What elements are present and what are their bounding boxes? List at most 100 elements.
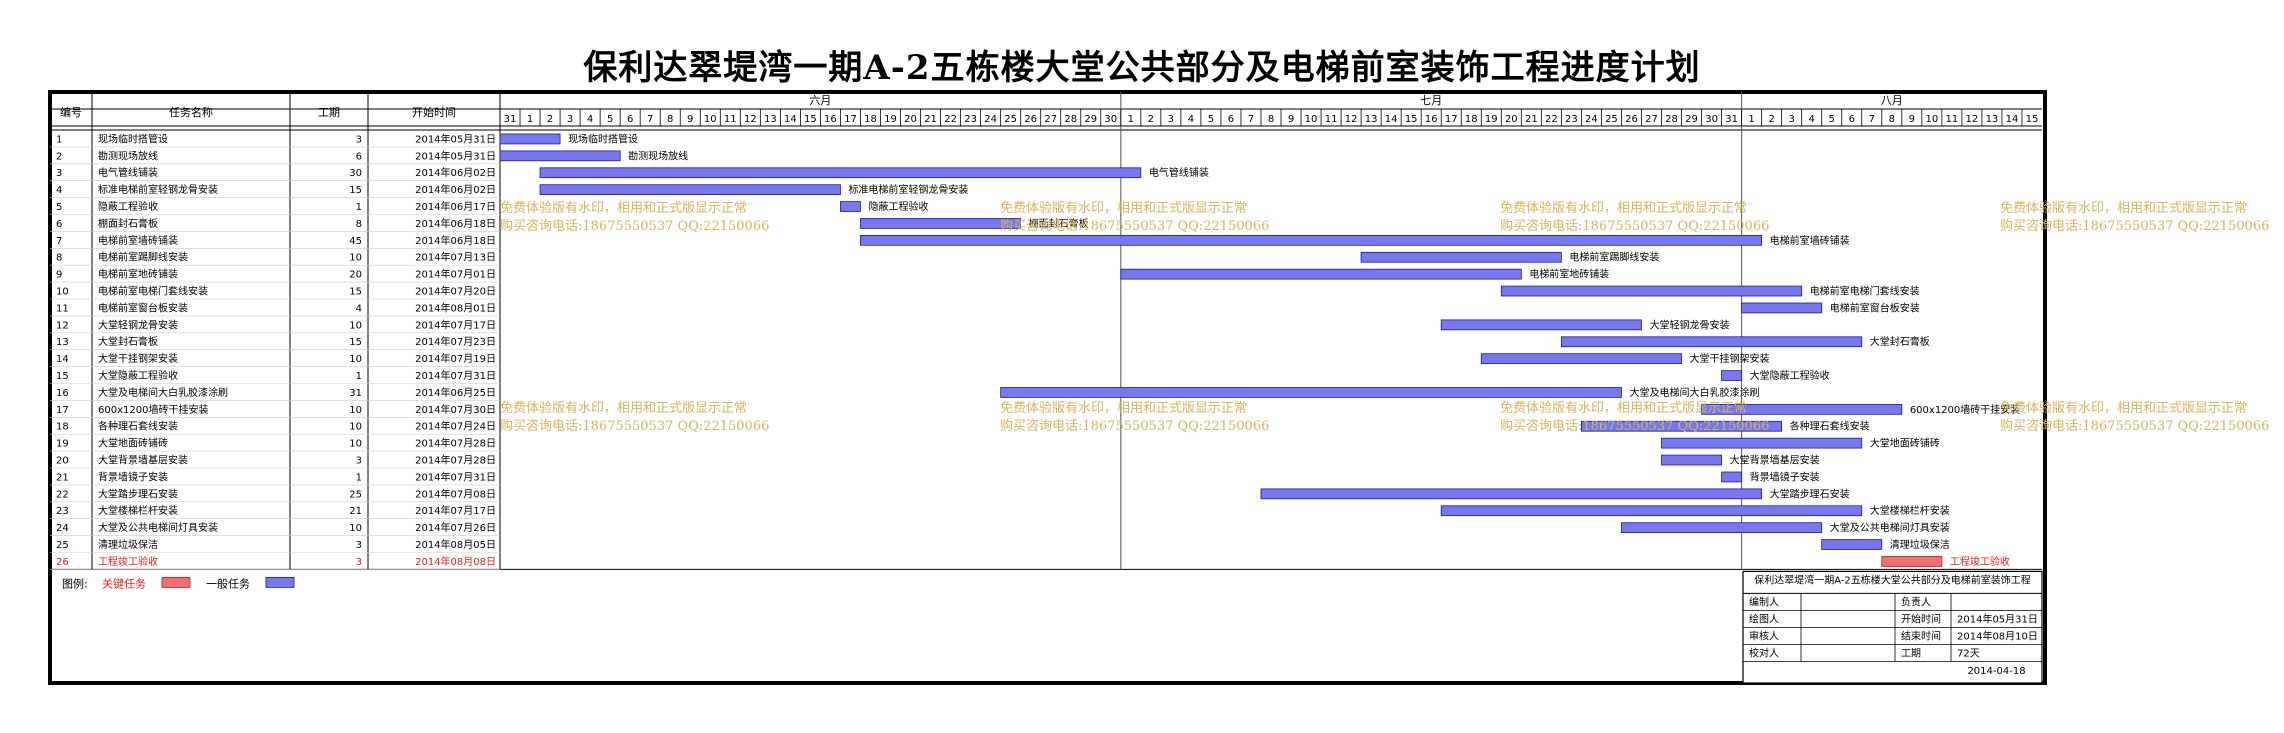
task-bar-label: 工程竣工验收 xyxy=(1950,555,2010,568)
task-start: 2014年07月19日 xyxy=(415,352,496,365)
task-duration: 15 xyxy=(349,185,362,196)
day-label: 1 xyxy=(527,114,533,125)
day-label: 1 xyxy=(1128,114,1134,125)
watermark: 免费体验版有水印，相用和正式版显示正常购买咨询电话:18675550537 QQ… xyxy=(1500,200,1769,236)
info-cell: 2014年05月31日 xyxy=(1957,612,2038,625)
watermark: 免费体验版有水印，相用和正式版显示正常购买咨询电话:18675550537 QQ… xyxy=(1500,400,1769,436)
day-label: 13 xyxy=(1365,114,1378,125)
task-name: 电梯前室地砖铺装 xyxy=(98,268,178,281)
task-duration: 1 xyxy=(356,202,362,213)
task-bar xyxy=(1661,454,1722,466)
info-cell: 校对人 xyxy=(1749,646,1779,659)
watermark-line1: 免费体验版有水印，相用和正式版显示正常 xyxy=(1500,201,1748,216)
task-bar xyxy=(1721,370,1743,381)
watermark-line1: 免费体验版有水印，相用和正式版显示正常 xyxy=(2000,201,2248,216)
month-label: 六月 xyxy=(809,94,831,107)
watermark-line2: 购买咨询电话:18675550537 QQ:22150066 xyxy=(2000,219,2270,234)
day-label: 9 xyxy=(687,114,693,125)
watermark-line2: 购买咨询电话:18675550537 QQ:22150066 xyxy=(1000,219,1270,234)
watermark: 免费体验版有水印，相用和正式版显示正常购买咨询电话:18675550537 QQ… xyxy=(1000,200,1269,236)
column-header-start: 开始时间 xyxy=(412,105,456,119)
task-bar xyxy=(860,234,1763,246)
task-bar-label: 大堂地面砖铺砖 xyxy=(1870,437,1940,450)
task-bar-label: 棚面封石膏板 xyxy=(1029,217,1089,230)
day-label: 1 xyxy=(1748,114,1754,125)
day-label: 9 xyxy=(1909,114,1915,125)
task-bar xyxy=(1581,420,1783,432)
task-bar-label: 大堂干挂钢架安装 xyxy=(1690,352,1770,365)
task-name: 大堂隐蔽工程验收 xyxy=(98,369,178,382)
task-bar xyxy=(499,150,621,162)
day-label: 28 xyxy=(1064,114,1077,125)
task-name: 各种理石套线安装 xyxy=(98,420,178,433)
day-label: 21 xyxy=(924,114,937,125)
watermark-line1: 免费体验版有水印，相用和正式版显示正常 xyxy=(500,401,748,416)
task-bar-label: 电梯前室地砖铺装 xyxy=(1529,268,1609,281)
task-bar-label: 大堂及公共电梯间灯具安装 xyxy=(1830,521,1950,534)
day-label: 10 xyxy=(704,114,717,125)
task-duration: 10 xyxy=(349,439,362,450)
day-label: 29 xyxy=(1084,114,1097,125)
day-label: 13 xyxy=(764,114,777,125)
day-label: 2 xyxy=(547,114,553,125)
task-id: 1 xyxy=(56,134,62,145)
task-start: 2014年07月28日 xyxy=(415,437,496,450)
task-bar xyxy=(1360,251,1562,263)
task-id: 8 xyxy=(56,253,62,264)
day-label: 25 xyxy=(1605,114,1618,125)
watermark-line1: 免费体验版有水印，相用和正式版显示正常 xyxy=(1000,401,1248,416)
legend-normal-label: 一般任务 xyxy=(206,577,250,590)
task-start: 2014年06月18日 xyxy=(415,217,496,230)
task-duration: 1 xyxy=(356,472,362,483)
task-bar-label: 电气管线铺装 xyxy=(1149,166,1209,179)
day-label: 14 xyxy=(1385,114,1398,125)
task-duration: 10 xyxy=(349,422,362,433)
task-duration: 10 xyxy=(349,320,362,331)
task-bar-label: 背景墙镜子安装 xyxy=(1750,470,1820,483)
day-label: 15 xyxy=(804,114,817,125)
task-duration: 15 xyxy=(349,287,362,298)
info-cell: 审核人 xyxy=(1749,629,1779,642)
task-start: 2014年08月08日 xyxy=(415,555,496,568)
task-name: 电梯前室窗台板安装 xyxy=(98,301,188,314)
day-label: 13 xyxy=(1986,114,1999,125)
day-label: 12 xyxy=(744,114,757,125)
day-label: 3 xyxy=(1788,114,1794,125)
task-start: 2014年07月31日 xyxy=(415,369,496,382)
legend-label: 图例: xyxy=(62,576,88,590)
task-duration: 10 xyxy=(349,354,362,365)
task-bar xyxy=(1500,285,1803,297)
task-id: 7 xyxy=(56,236,62,247)
task-id: 9 xyxy=(56,270,62,281)
day-label: 12 xyxy=(1345,114,1358,125)
legend-normal-swatch xyxy=(265,577,295,588)
task-duration: 20 xyxy=(349,270,362,281)
task-duration: 6 xyxy=(356,151,362,162)
day-label: 4 xyxy=(1188,114,1194,125)
info-cell: 72天 xyxy=(1957,648,1980,659)
task-id: 15 xyxy=(56,371,69,382)
task-duration: 10 xyxy=(349,405,362,416)
info-cell: 2014年08月10日 xyxy=(1957,629,2038,642)
day-label: 30 xyxy=(1104,114,1117,125)
task-name: 勘测现场放线 xyxy=(98,149,158,162)
watermark-line1: 免费体验版有水印，相用和正式版显示正常 xyxy=(500,201,748,216)
day-label: 24 xyxy=(1585,114,1598,125)
task-duration: 15 xyxy=(349,337,362,348)
task-bar-label: 电梯前室踢脚线安装 xyxy=(1569,251,1659,264)
task-id: 10 xyxy=(56,287,69,298)
task-duration: 25 xyxy=(349,489,362,500)
day-label: 15 xyxy=(2026,114,2039,125)
task-bar-label: 大堂踏步理石安装 xyxy=(1770,487,1850,500)
info-cell: 工期 xyxy=(1901,647,1921,659)
task-id: 17 xyxy=(56,405,69,416)
day-label: 7 xyxy=(1869,114,1875,125)
watermark-line2: 购买咨询电话:18675550537 QQ:22150066 xyxy=(500,419,770,434)
task-bar-label: 大堂隐蔽工程验收 xyxy=(1750,369,1830,382)
task-start: 2014年07月23日 xyxy=(415,335,496,348)
day-label: 3 xyxy=(567,114,573,125)
day-label: 2 xyxy=(1148,114,1154,125)
task-id: 19 xyxy=(56,439,69,450)
task-bar xyxy=(1440,319,1642,331)
task-bar-label: 电梯前室窗台板安装 xyxy=(1830,301,1920,314)
